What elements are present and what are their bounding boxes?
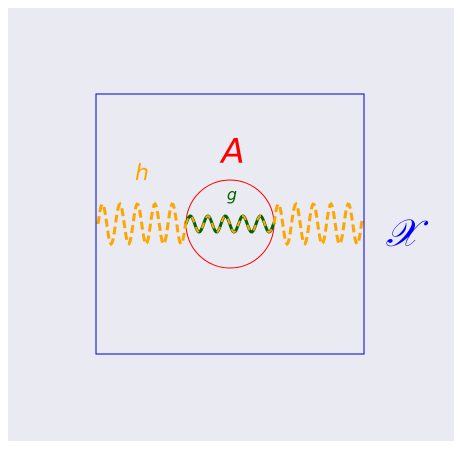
function-h-curve: [96, 201, 364, 247]
function-h-label: h: [135, 161, 149, 186]
function-g-label: g: [227, 185, 237, 204]
function-h-restricted-curve: [185, 214, 275, 234]
set-x-square: [95, 93, 365, 355]
set-a-label: A: [219, 132, 244, 172]
